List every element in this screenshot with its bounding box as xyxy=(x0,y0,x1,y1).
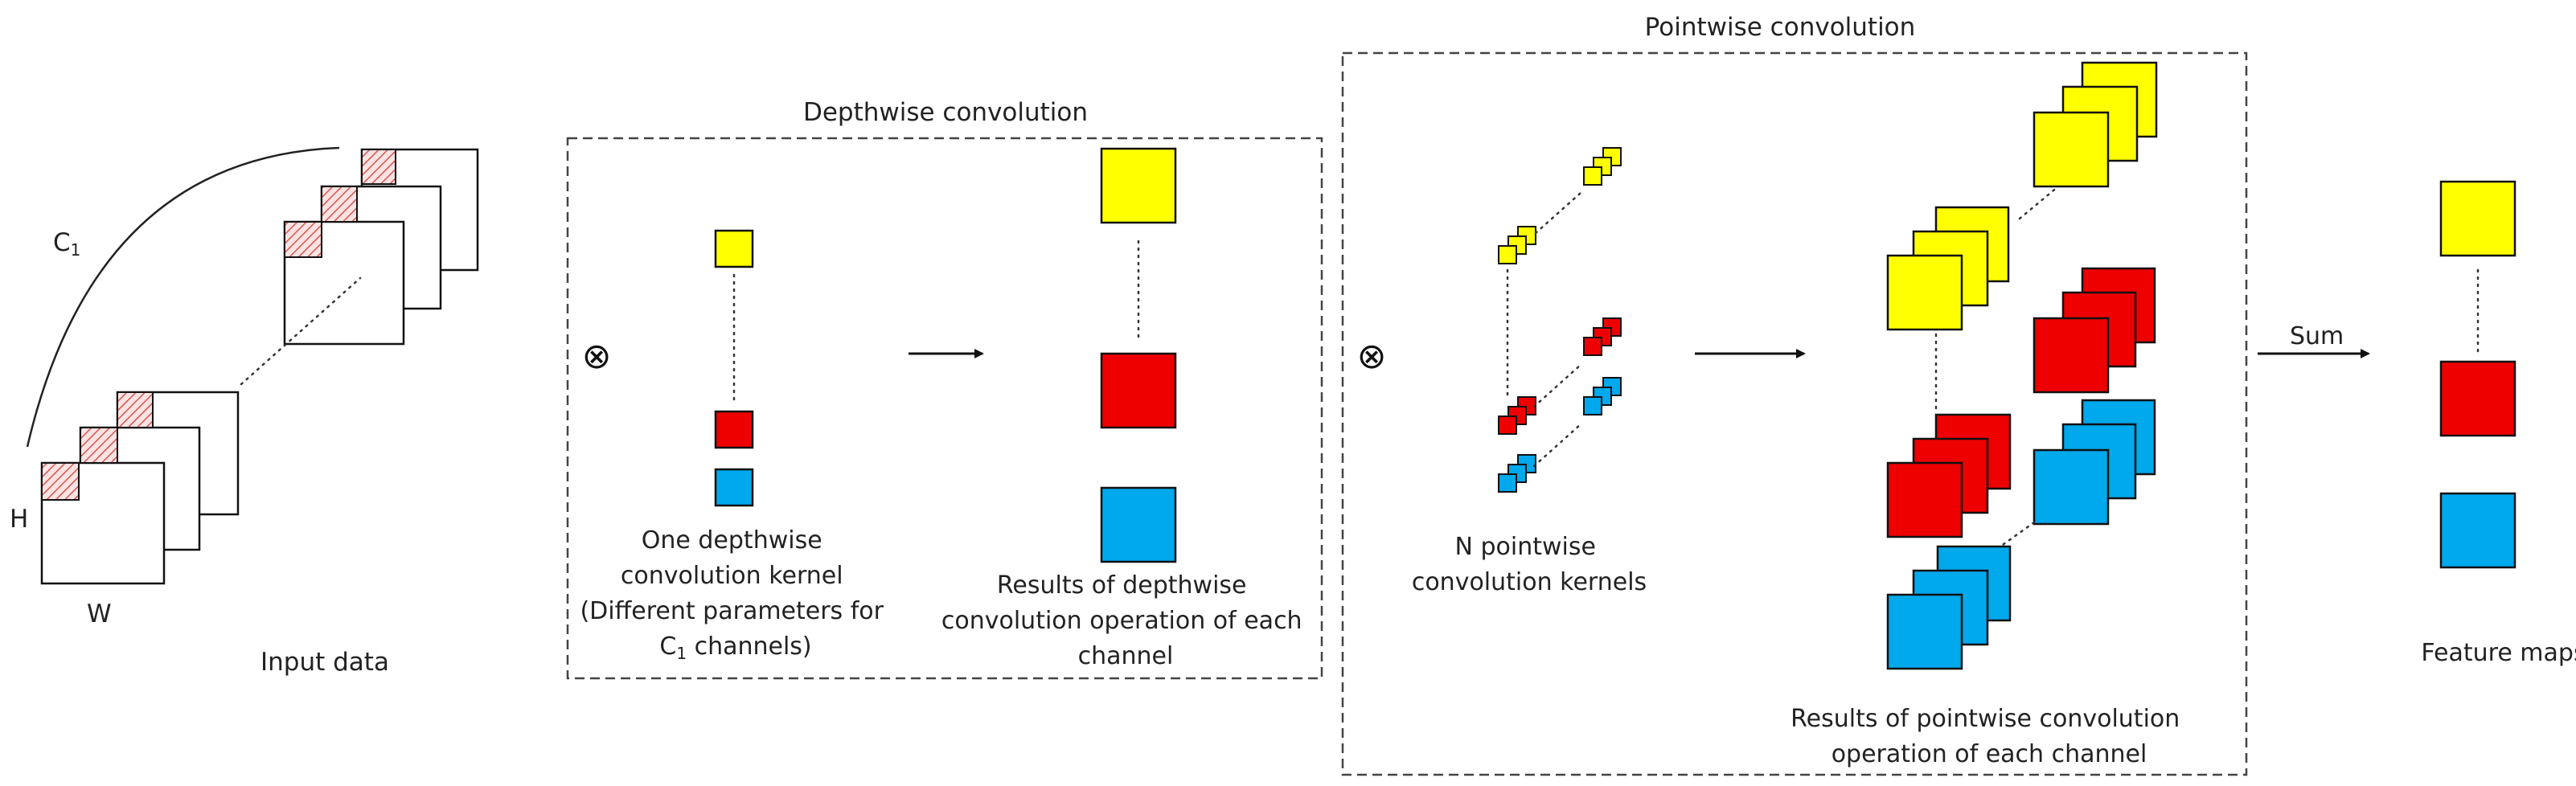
result-ellipsis xyxy=(1999,521,2036,548)
width-label: W xyxy=(87,600,112,628)
pointwise-result-yellow-top xyxy=(2032,61,2158,188)
depthwise-title: Depthwise convolution xyxy=(803,98,1088,127)
hatched-kernel-region xyxy=(41,462,80,501)
pointwise-result-red-top xyxy=(2032,267,2156,394)
channels-label: C1 xyxy=(53,228,80,260)
sum-label: Sum xyxy=(2290,322,2344,350)
feature-map-blue xyxy=(2439,492,2517,569)
pointwise-kernel-red-bottom xyxy=(1498,396,1536,435)
convolution-operator-icon: ⊗ xyxy=(582,336,612,377)
pointwise-section: Pointwise convolution ⊗ xyxy=(1341,13,2248,776)
hatched-kernel-region xyxy=(321,186,358,223)
depthwise-result-yellow xyxy=(1100,147,1177,224)
feature-map-red xyxy=(2439,360,2517,437)
input-data-label: Input data xyxy=(260,648,389,677)
pointwise-result-blue-bottom xyxy=(1886,545,2012,670)
pointwise-title: Pointwise convolution xyxy=(1645,13,1916,42)
depthwise-box xyxy=(566,137,1323,680)
depthwise-kernel-yellow xyxy=(714,229,754,268)
result-ellipsis xyxy=(2018,185,2060,220)
feature-map-yellow xyxy=(2439,180,2517,257)
hatched-kernel-region xyxy=(284,221,322,258)
depthwise-kernel-caption: One depthwise convolution kernel (Differ… xyxy=(580,526,891,663)
pointwise-result-caption: Results of pointwise convolution operati… xyxy=(1790,705,2188,768)
hatched-kernel-region xyxy=(80,427,118,464)
hatched-kernel-region xyxy=(361,149,396,185)
channel-ellipsis xyxy=(240,276,362,386)
pointwise-result-yellow-bottom xyxy=(1886,206,2010,331)
pointwise-box xyxy=(1341,51,2248,776)
depthwise-section: Depthwise convolution ⊗ One depthwise co… xyxy=(566,98,1323,680)
pointwise-kernel-blue-top xyxy=(1583,377,1622,416)
hatched-kernel-region xyxy=(117,391,154,428)
depthwise-result-caption: Results of depthwise convolution operati… xyxy=(941,571,1310,670)
channels-arc xyxy=(26,146,340,448)
convolution-operator-icon: ⊗ xyxy=(1357,336,1387,377)
feature-maps-label: Feature maps xyxy=(2421,639,2576,667)
pointwise-kernel-red-top xyxy=(1583,317,1622,356)
pointwise-kernel-yellow-bottom xyxy=(1498,226,1536,264)
depthwise-kernel-red xyxy=(714,410,754,449)
depthwise-result-blue xyxy=(1100,486,1177,563)
pointwise-kernel-blue-bottom xyxy=(1498,454,1536,493)
kernel-ellipsis xyxy=(1532,363,1582,408)
output-section: Sum Feature maps xyxy=(2258,180,2576,667)
depthwise-kernel-blue xyxy=(714,468,754,507)
input-data-group: C1 H W Input data xyxy=(10,146,479,677)
pointwise-result-red-bottom xyxy=(1886,413,2012,538)
height-label: H xyxy=(10,505,28,534)
pointwise-kernel-caption: N pointwise convolution kernels xyxy=(1412,533,1647,596)
depthwise-result-red xyxy=(1100,352,1177,429)
kernel-ellipsis xyxy=(1534,191,1582,235)
pointwise-kernel-yellow-top xyxy=(1583,147,1622,186)
kernel-ellipsis xyxy=(1532,423,1582,468)
pointwise-result-blue-top xyxy=(2032,399,2156,526)
